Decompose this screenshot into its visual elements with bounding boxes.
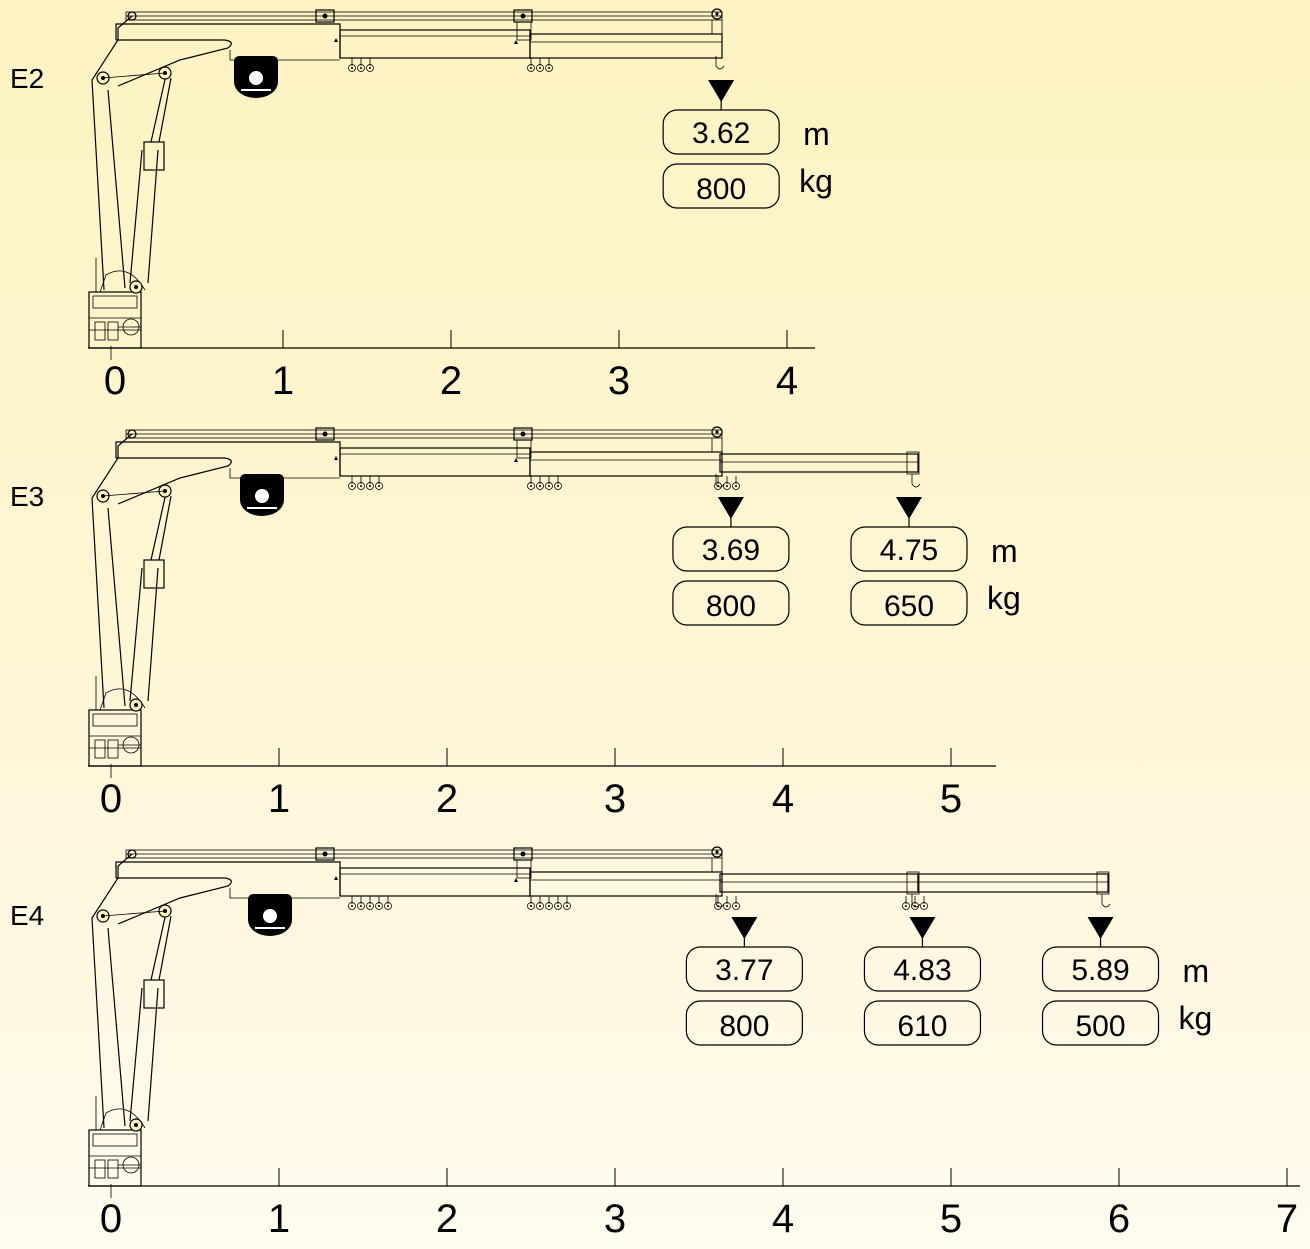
- load-marker-icon: [708, 80, 735, 102]
- load-marker-icon: [909, 917, 936, 939]
- axis-tick-label: 0: [100, 777, 122, 821]
- config-label: E4: [10, 900, 44, 931]
- reach-box: [1041, 946, 1160, 992]
- load-value: 800: [696, 173, 746, 206]
- reach-box: [662, 109, 780, 155]
- load-box: [685, 1000, 803, 1046]
- unit-m-label: m: [803, 116, 830, 152]
- crane-config-e4: E4 0 1 2 3 4 5 6 7 3.77 800 4.83 610 5.89 500 m kg: [10, 846, 1300, 1241]
- load-box: [672, 580, 790, 626]
- crane-config-e2: E2 0 1 2 3 4 3.62 800 m kg: [10, 8, 833, 403]
- load-box: [1041, 1000, 1160, 1046]
- axis-tick-label: 1: [268, 777, 290, 821]
- axis-tick-label: 1: [272, 359, 294, 403]
- reach-box: [850, 526, 968, 572]
- axis-tick-label: 3: [604, 1197, 626, 1241]
- load-marker-icon: [896, 497, 922, 519]
- config-label: E2: [10, 63, 44, 94]
- axis-tick-label: 3: [608, 359, 630, 403]
- reach-value: 3.62: [692, 117, 750, 150]
- axis-tick-label: 2: [440, 359, 462, 403]
- axis-tick-label: 7: [1276, 1197, 1298, 1241]
- load-box: [863, 1000, 982, 1046]
- unit-kg-label: kg: [799, 163, 833, 199]
- load-box: [662, 163, 780, 209]
- axis-tick-label: 2: [436, 1197, 458, 1241]
- unit-kg-label: kg: [987, 580, 1021, 616]
- axis-tick-label: 0: [100, 1197, 122, 1241]
- reach-box: [685, 946, 803, 992]
- crane-config-e3: E3 0 1 2 3 4 5 3.69 800 4.75 650 m kg: [10, 426, 1021, 821]
- reach-value: 4.75: [880, 534, 938, 567]
- load-value: 800: [719, 1010, 769, 1043]
- axis-tick-label: 3: [604, 777, 626, 821]
- load-marker-icon: [717, 497, 744, 519]
- axis-tick-label: 4: [772, 1197, 794, 1241]
- load-marker-icon: [731, 917, 758, 939]
- axis-tick-label: 1: [268, 1197, 290, 1241]
- axis-tick-label: 6: [1108, 1197, 1130, 1241]
- axis-tick-label: 5: [940, 1197, 962, 1241]
- unit-m-label: m: [1183, 953, 1210, 989]
- load-value: 500: [1075, 1010, 1125, 1043]
- load-marker-icon: [1087, 917, 1114, 939]
- unit-kg-label: kg: [1179, 1000, 1213, 1036]
- config-label: E3: [10, 481, 44, 512]
- reach-value: 3.77: [715, 954, 773, 987]
- axis-tick-label: 4: [772, 777, 794, 821]
- reach-box: [672, 526, 790, 572]
- axis-tick-label: 5: [940, 777, 962, 821]
- reach-value: 3.69: [702, 534, 760, 567]
- axis-tick-label: 4: [776, 359, 798, 403]
- axis-tick-label: 0: [104, 359, 126, 403]
- reach-value: 4.83: [893, 954, 951, 987]
- load-value: 610: [897, 1010, 947, 1043]
- load-value: 650: [884, 590, 934, 623]
- reach-box: [863, 946, 982, 992]
- load-value: 800: [706, 590, 756, 623]
- reach-value: 5.89: [1071, 954, 1129, 987]
- load-box: [850, 580, 968, 626]
- unit-m-label: m: [991, 533, 1018, 569]
- axis-tick-label: 2: [436, 777, 458, 821]
